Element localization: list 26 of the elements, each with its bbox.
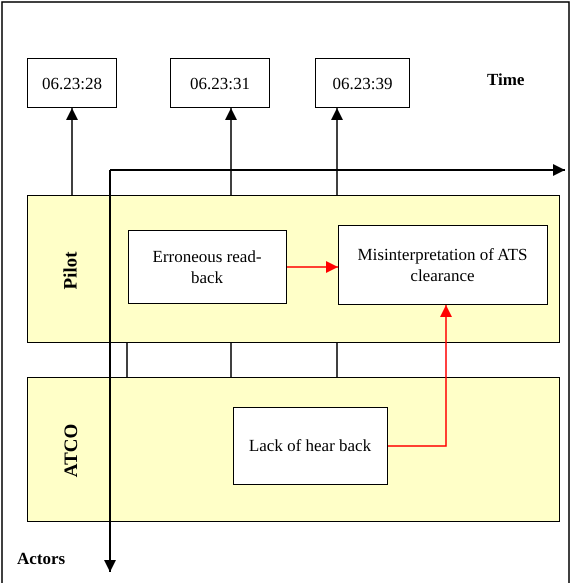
connector-line bbox=[126, 343, 128, 377]
node-text: Misinterpretation of ATS clearance bbox=[356, 244, 528, 286]
axis-label: Time bbox=[487, 70, 524, 90]
time-box bbox=[27, 58, 117, 108]
arrow bbox=[225, 108, 237, 195]
connector-line bbox=[230, 343, 232, 377]
axis-label: Actors bbox=[17, 549, 66, 569]
actor-band bbox=[27, 377, 560, 522]
time-box bbox=[315, 58, 410, 108]
actor-band bbox=[27, 195, 560, 343]
arrow bbox=[66, 108, 78, 195]
event-box bbox=[338, 224, 548, 304]
event-box bbox=[232, 406, 388, 484]
arrow bbox=[388, 305, 452, 447]
arrow bbox=[331, 108, 343, 195]
actor-label: Pilot bbox=[60, 251, 82, 289]
connector-line bbox=[336, 343, 338, 377]
node-text: Erroneous read-back bbox=[151, 246, 263, 288]
node-text: 06.23:28 bbox=[41, 72, 103, 94]
arrow bbox=[287, 261, 338, 273]
node-text: 06.23:39 bbox=[332, 72, 394, 94]
node-text: Lack of hear back bbox=[248, 435, 372, 456]
time-box bbox=[170, 58, 270, 108]
node-text: 06.23:31 bbox=[189, 72, 251, 94]
actor-label: ATCO bbox=[60, 424, 82, 478]
event-box bbox=[128, 230, 286, 304]
